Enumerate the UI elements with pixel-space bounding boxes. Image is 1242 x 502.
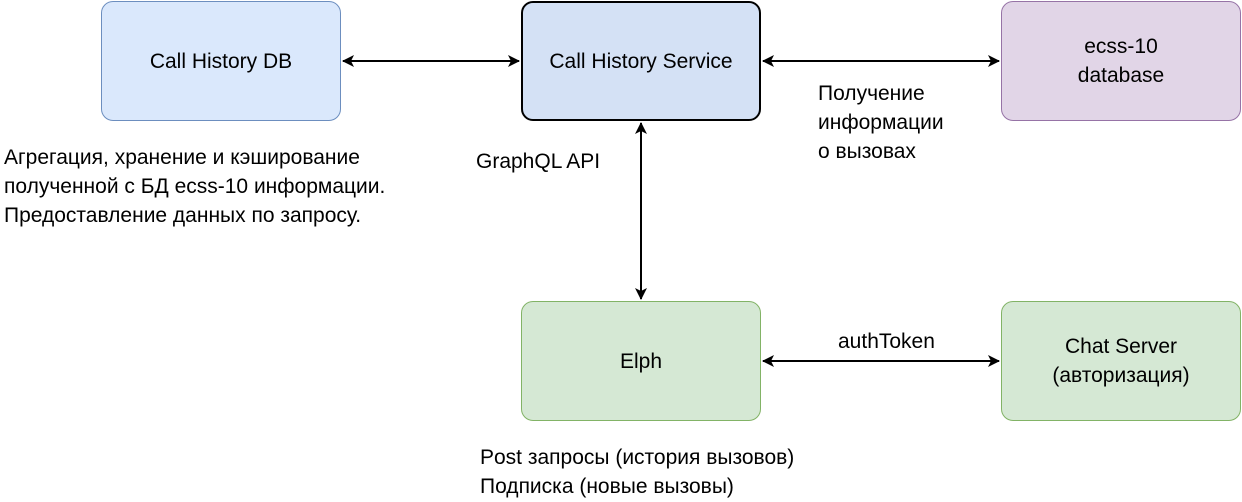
call-history-service-node: Call History Service (521, 1, 761, 121)
aggregation-description: Агрегация, хранение и кэширование получе… (4, 146, 386, 227)
ecss-database-node: ecss-10 database (1001, 1, 1241, 121)
elph-node: Elph (521, 301, 761, 421)
post-requests-label: Post запросы (история вызовов) Подписка … (480, 446, 795, 498)
ecss-database-label: ecss-10 database (1077, 35, 1165, 87)
call-history-db-node: Call History DB (101, 1, 341, 121)
call-history-service-label: Call History Service (549, 49, 733, 73)
chat-server-label: Chat Server (авторизация) (1052, 335, 1190, 387)
auth-token-label: authToken (838, 330, 935, 353)
chat-server-node: Chat Server (авторизация) (1001, 301, 1241, 421)
call-history-db-label: Call History DB (149, 49, 293, 73)
elph-label: Elph (619, 349, 663, 373)
receive-calls-label: Получение информации о вызовах (818, 82, 944, 163)
graphql-api-label: GraphQL API (476, 150, 601, 173)
